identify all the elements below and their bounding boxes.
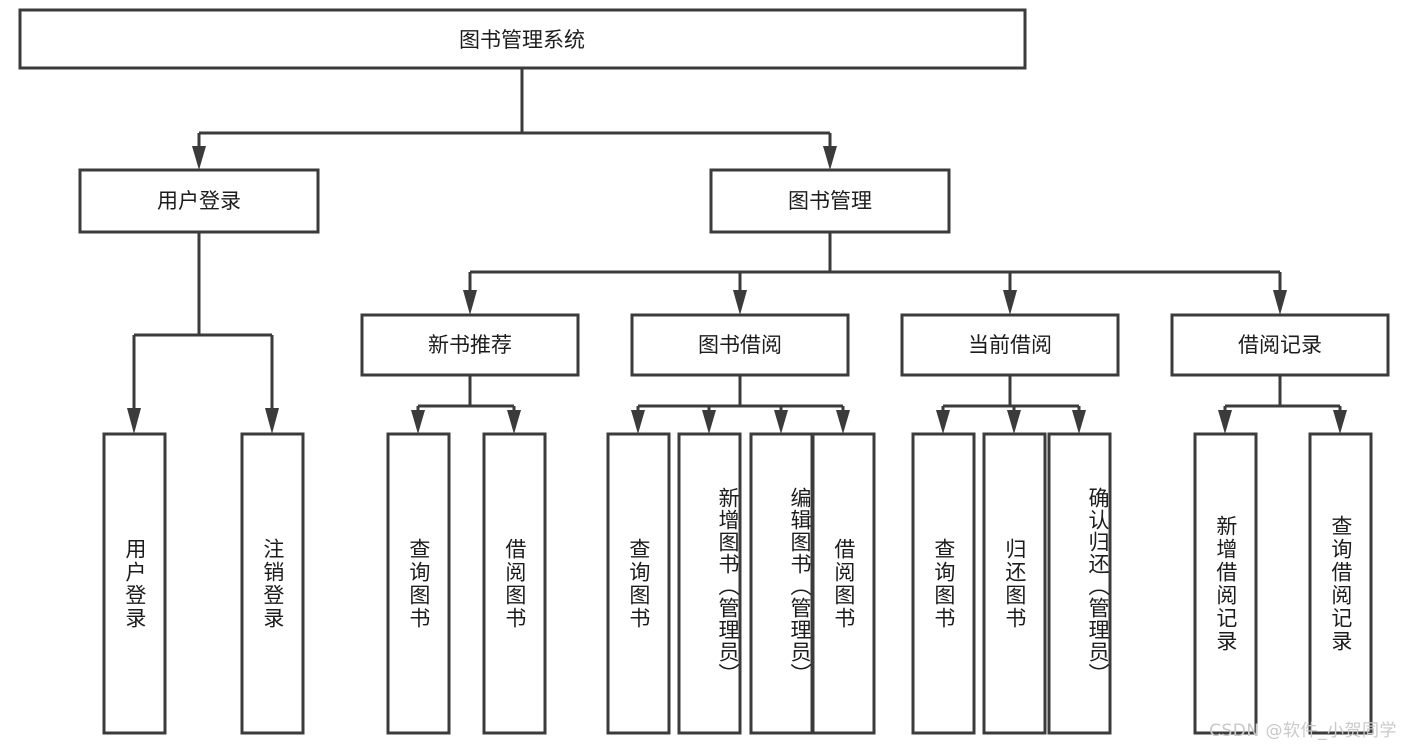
- arrow-to-current-borrow: [1003, 290, 1017, 315]
- arrow-borrow-record-leaf-0: [1218, 410, 1232, 434]
- node-user-login[interactable]: 用户登录: [78, 168, 320, 234]
- leaf-box-group: [102, 432, 1373, 735]
- leaf-box-book-borrow-1[interactable]: [677, 432, 742, 735]
- arrow-current-borrow-leaf-2: [1072, 410, 1086, 434]
- node-current-borrow-box[interactable]: [900, 313, 1120, 377]
- node-borrow-record[interactable]: 借阅记录: [1170, 313, 1390, 377]
- node-new-book-recommend[interactable]: 新书推荐: [360, 313, 580, 377]
- arrow-book-borrow-leaf-0: [631, 410, 645, 434]
- arrow-book-borrow-leaf-3: [836, 410, 850, 434]
- leaf-box-book-borrow-0[interactable]: [606, 432, 671, 735]
- node-root[interactable]: 图书管理系统: [18, 8, 1027, 70]
- arrow-borrow-record-leaf-1: [1333, 410, 1347, 434]
- node-borrow-record-box[interactable]: [1170, 313, 1390, 377]
- leaf-label-book-borrow-0: 查询图书: [626, 537, 651, 630]
- node-current-borrow[interactable]: 当前借阅: [900, 313, 1120, 377]
- leaf-label-current-borrow-2: 确认归还（管理员）: [1086, 486, 1110, 685]
- arrow-to-new-book: [463, 290, 477, 315]
- node-book-borrow-label: 图书借阅: [698, 333, 782, 357]
- arrow-current-borrow-leaf-0: [936, 410, 950, 434]
- leaf-label-book-borrow-2: 编辑图书（管理员）: [788, 486, 812, 685]
- leaf-box-book-borrow-3[interactable]: [811, 432, 876, 735]
- node-root-box[interactable]: [18, 8, 1027, 70]
- arrow-to-book-manage: [823, 146, 837, 170]
- leaf-box-current-borrow-0[interactable]: [911, 432, 976, 735]
- leaf-label-borrow-record-0: 新增借阅记录: [1213, 514, 1238, 653]
- leaf-box-borrow-record-1[interactable]: [1308, 432, 1373, 735]
- node-borrow-record-label: 借阅记录: [1238, 333, 1322, 357]
- leaf-box-current-borrow-1[interactable]: [982, 432, 1047, 735]
- arrow-to-book-borrow: [733, 290, 747, 315]
- leaf-label-current-borrow-1: 归还图书: [1002, 537, 1027, 630]
- node-user-login-box[interactable]: [78, 168, 320, 234]
- node-book-borrow-box[interactable]: [630, 313, 850, 377]
- arrow-new-book-leaf-1: [507, 410, 521, 434]
- arrow-user-login-leaf-0: [127, 408, 141, 434]
- leaf-box-user-login-0[interactable]: [102, 432, 167, 735]
- node-book-borrow[interactable]: 图书借阅: [630, 313, 850, 377]
- arrow-book-borrow-leaf-1: [702, 410, 716, 434]
- node-root-label: 图书管理系统: [459, 28, 585, 52]
- arrow-user-login-leaf-1: [265, 408, 279, 434]
- node-book-manage[interactable]: 图书管理: [709, 168, 951, 234]
- leaf-label-current-borrow-0: 查询图书: [931, 537, 956, 630]
- arrow-current-borrow-leaf-1: [1007, 410, 1021, 434]
- node-book-manage-box[interactable]: [709, 168, 951, 234]
- arrow-book-borrow-leaf-2: [774, 410, 788, 434]
- node-book-manage-label: 图书管理: [788, 189, 872, 213]
- node-new-book-recommend-label: 新书推荐: [428, 333, 512, 357]
- connector-group: [127, 68, 1347, 434]
- leaf-box-new-book-0[interactable]: [386, 432, 451, 735]
- leaf-box-user-login-1[interactable]: [240, 432, 305, 735]
- leaf-box-book-borrow-2[interactable]: [749, 432, 814, 735]
- leaf-label-borrow-record-1: 查询借阅记录: [1328, 514, 1353, 653]
- node-current-borrow-label: 当前借阅: [968, 333, 1052, 357]
- arrow-to-user-login: [192, 146, 206, 170]
- leaf-label-new-book-1: 借阅图书: [502, 537, 527, 630]
- leaf-label-book-borrow-1: 新增图书（管理员）: [716, 486, 740, 685]
- leaf-label-book-borrow-3: 借阅图书: [831, 537, 856, 630]
- leaf-label-new-book-0: 查询图书: [406, 537, 431, 630]
- node-user-login-label: 用户登录: [157, 189, 241, 213]
- leaf-box-new-book-1[interactable]: [482, 432, 547, 735]
- leaf-box-current-borrow-2[interactable]: [1047, 432, 1112, 735]
- arrow-to-borrow-record: [1273, 290, 1287, 315]
- node-new-book-recommend-box[interactable]: [360, 313, 580, 377]
- leaf-label-user-login-1: 注销登录: [260, 537, 285, 630]
- leaf-box-borrow-record-0[interactable]: [1193, 432, 1258, 735]
- leaf-label-user-login-0: 用户登录: [122, 537, 147, 630]
- arrow-new-book-leaf-0: [411, 410, 425, 434]
